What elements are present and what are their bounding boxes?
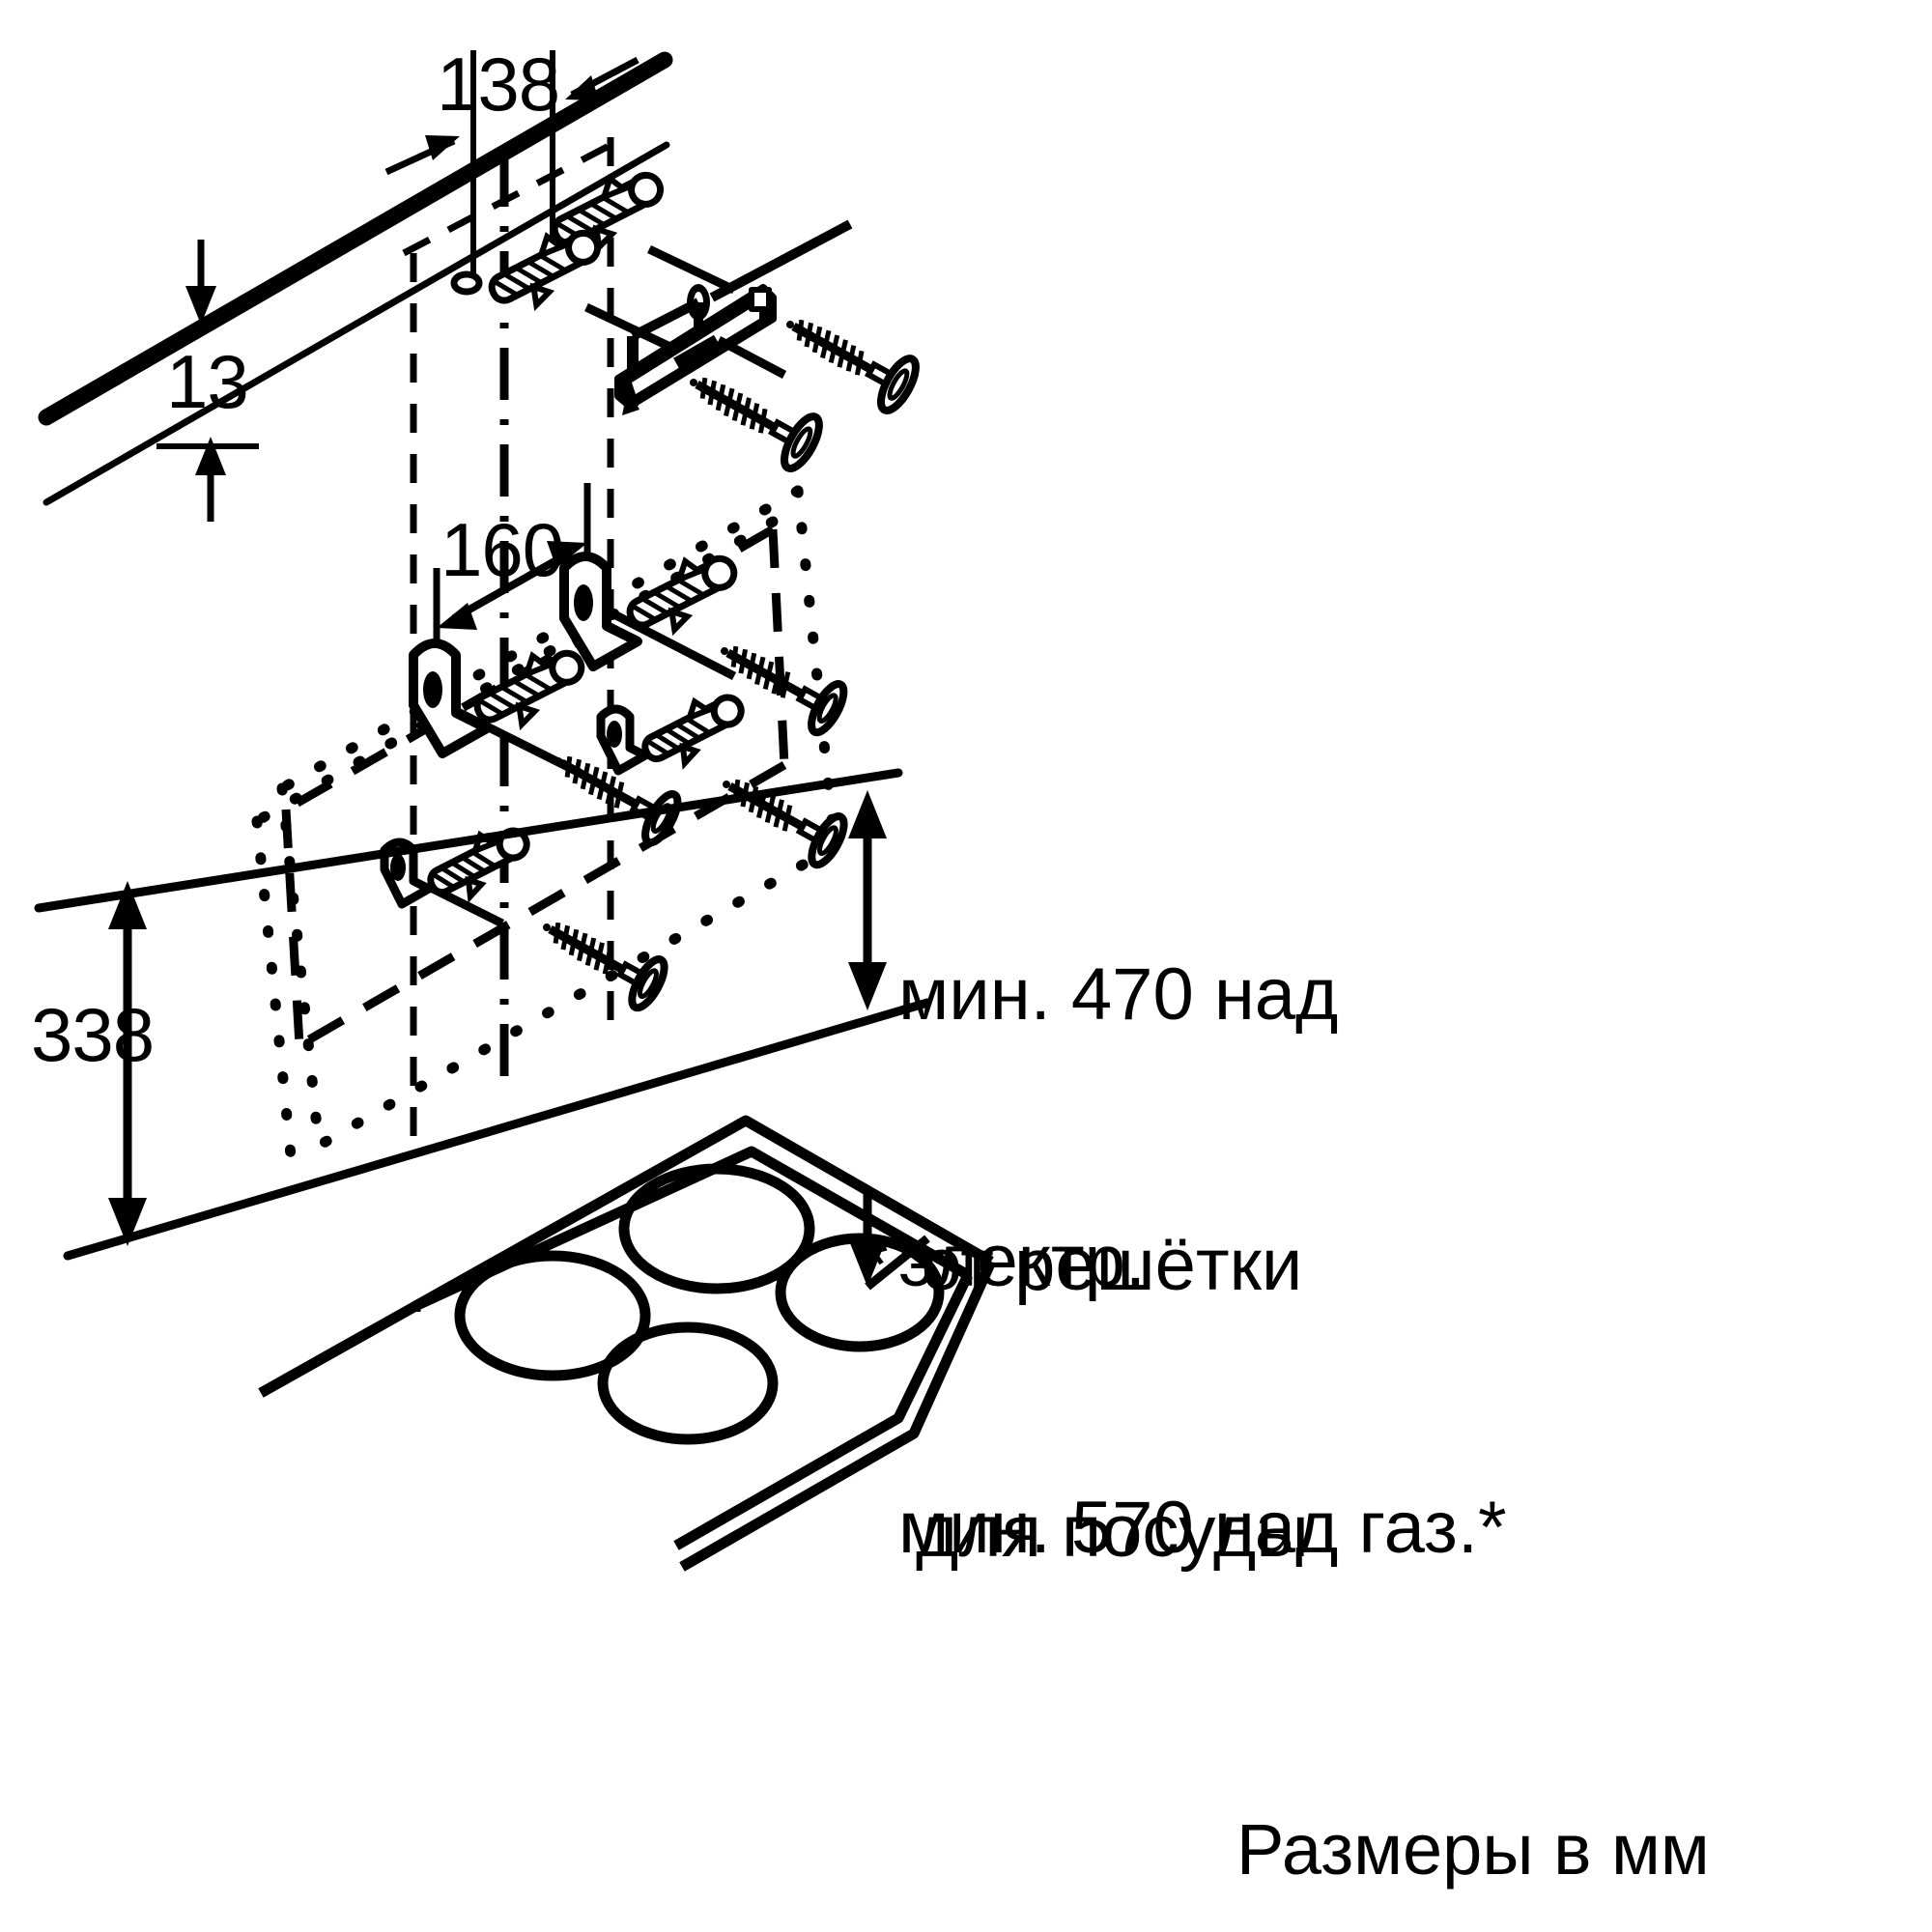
- units-caption: Размеры в мм: [1236, 1809, 1710, 1889]
- dimension-label-13: 13: [166, 339, 249, 424]
- hardware-lower-group: [380, 779, 848, 1012]
- hood-body-dashed: [281, 526, 789, 1049]
- cooktop-burner: [775, 1233, 945, 1352]
- dimension-label-138: 138: [437, 42, 560, 127]
- wall-top-edge-thick: [38, 51, 673, 426]
- hood-mounting-tab: [559, 552, 642, 671]
- hardware-upper-group: [450, 171, 853, 406]
- hood-outline-dotted-inner: [251, 516, 779, 1171]
- dimension-160-leader: [437, 541, 587, 630]
- hardware-middle-group: [453, 554, 848, 847]
- dimension-13-leader: [156, 240, 259, 522]
- dimension-label-160: 160: [440, 507, 564, 592]
- wall-anchor-plug: [551, 171, 665, 254]
- cooktop-burner: [597, 1321, 779, 1445]
- clearance-note-line-3: мин. 570 над газ.*: [898, 1487, 1507, 1569]
- cooktop-burner: [454, 1250, 651, 1381]
- wall-anchor-plug: [626, 554, 738, 637]
- screw-with-washer: [721, 645, 848, 737]
- screw-with-washer: [543, 922, 668, 1012]
- screw-with-washer: [723, 779, 848, 869]
- wall-anchor-plug: [488, 229, 602, 312]
- screw-with-washer: [690, 319, 920, 472]
- cooktop-burner: [618, 1163, 815, 1294]
- footnote-line-1: от решётки: [921, 1224, 1303, 1306]
- dimension-clearance-leader: [848, 790, 887, 1010]
- clearance-note-line-2: электр.: [898, 1220, 1147, 1302]
- counter-plane-lines: [34, 768, 932, 1261]
- wall-anchor-plug: [641, 694, 745, 770]
- clearance-note-line-1: мин. 470 над: [898, 953, 1339, 1036]
- wall-anchor-plug: [427, 827, 530, 903]
- wall-anchor-plug: [473, 649, 585, 731]
- wall-lower-edge-thin: [43, 141, 670, 506]
- footnote-marker: *: [860, 1224, 889, 1306]
- footnote-line-2: для посуды: [916, 1491, 1309, 1573]
- layout-box-upper: [402, 137, 620, 257]
- footnote-block: * от решётки для посуды: [860, 1043, 1536, 1754]
- dimension-label-338: 338: [31, 992, 155, 1077]
- mounting-rail-bracket: [614, 284, 787, 415]
- clearance-note: мин. 470 над электр. мин. 570 над газ.*: [898, 773, 1922, 1750]
- cooktop-burner-group: [454, 1163, 945, 1445]
- dimension-338-leader: [108, 881, 147, 1246]
